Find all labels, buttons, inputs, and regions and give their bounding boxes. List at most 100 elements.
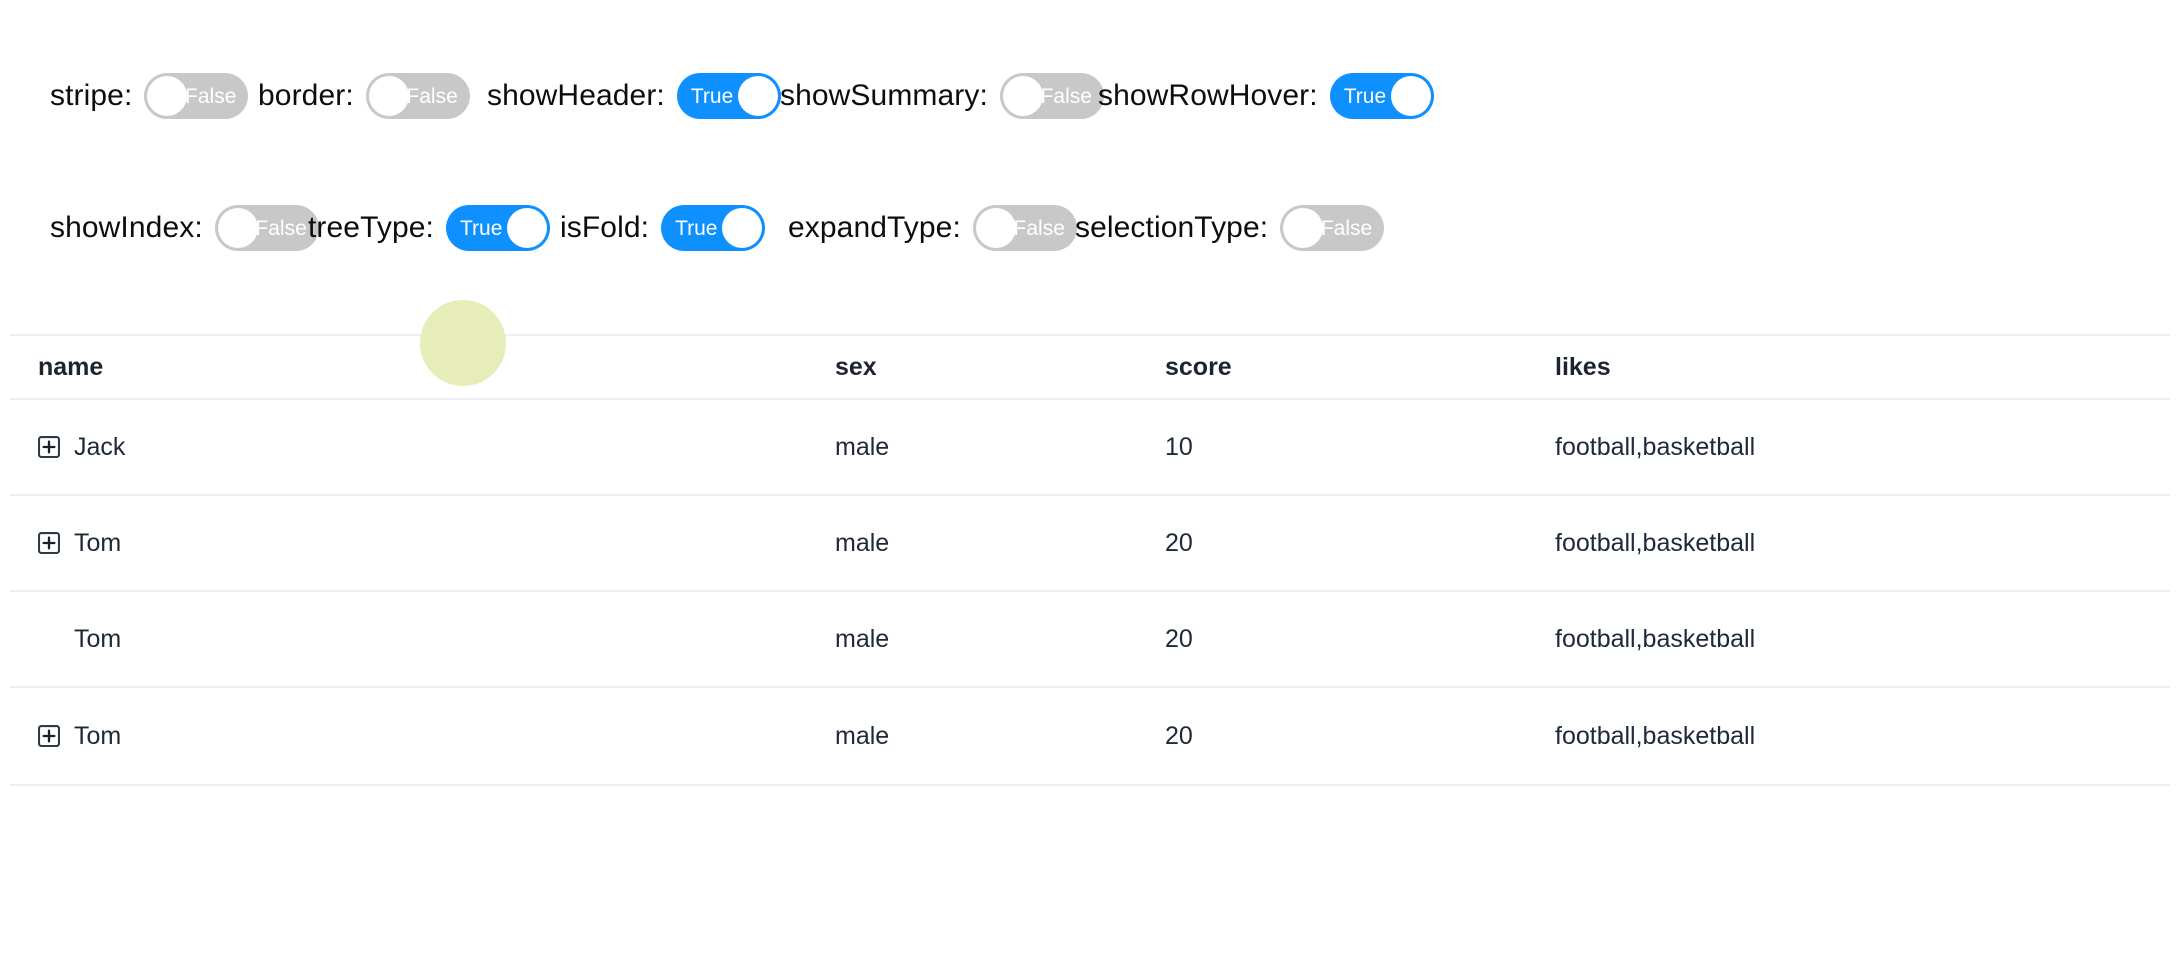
- control-label-stripe: stripe:: [50, 79, 133, 112]
- toggle-value-expand-type: False: [1013, 216, 1065, 240]
- cell-text-score: 20: [1165, 723, 1193, 749]
- cell-text-score: 20: [1165, 530, 1193, 556]
- control-label-show-index: showIndex:: [50, 211, 203, 244]
- name-cell-content: Tom: [38, 627, 121, 652]
- toggle-knob-expand-type: [975, 208, 1016, 248]
- control-show-summary: showSummary: False: [780, 73, 1104, 119]
- toggle-knob-tree-type: [506, 208, 547, 248]
- cell-text-name: Jack: [74, 434, 126, 460]
- table-row[interactable]: Tom male 20 football,basketball: [10, 592, 2170, 688]
- toggle-value-border: False: [406, 84, 458, 108]
- cell-text-score: 20: [1165, 626, 1193, 652]
- cell-name: Jack: [10, 435, 835, 460]
- expand-plus-icon[interactable]: [38, 725, 60, 747]
- cell-likes: football,basketball: [1555, 435, 2170, 460]
- column-header-likes[interactable]: likes: [1555, 354, 1611, 380]
- toggle-value-show-header: True: [690, 84, 734, 108]
- control-label-expand-type: expandType:: [788, 211, 961, 244]
- toggle-value-show-row-hover: True: [1343, 84, 1387, 108]
- cell-score: 20: [1165, 531, 1555, 556]
- cell-text-name: Tom: [74, 626, 122, 652]
- cell-text-name: Tom: [74, 723, 122, 749]
- cell-text-likes: football,basketball: [1555, 434, 1756, 460]
- control-label-border: border:: [258, 79, 354, 112]
- toggle-value-show-summary: False: [1040, 84, 1092, 108]
- toggle-knob-stripe: [147, 76, 188, 116]
- control-expand-type: expandType: False: [788, 205, 1077, 251]
- cell-text-likes: football,basketball: [1555, 530, 1756, 556]
- cell-text-sex: male: [835, 434, 890, 460]
- table-row[interactable]: Tom male 20 football,basketball: [10, 496, 2170, 592]
- cell-sex: male: [835, 627, 1165, 652]
- toggle-value-stripe: False: [185, 84, 237, 108]
- toggle-border[interactable]: False: [365, 73, 470, 119]
- control-tree-type: treeType: True: [308, 205, 550, 251]
- data-table: name sex score likes Jack male 10 football,bas…: [10, 334, 2170, 786]
- toggle-tree-type[interactable]: True: [445, 205, 550, 251]
- toggle-value-is-fold: True: [675, 216, 718, 240]
- control-label-show-row-hover: showRowHover:: [1098, 79, 1318, 112]
- control-show-header: showHeader: True: [487, 73, 781, 119]
- cell-likes: football,basketball: [1555, 627, 2170, 652]
- toggle-selection-type[interactable]: False: [1280, 205, 1385, 251]
- column-header-score[interactable]: score: [1165, 354, 1232, 380]
- table-header-row: name sex score likes: [10, 336, 2170, 400]
- toggle-knob-border: [368, 76, 409, 116]
- toggle-value-tree-type: True: [459, 216, 503, 240]
- expand-icon-placeholder: [38, 628, 60, 650]
- control-label-is-fold: isFold:: [560, 211, 650, 244]
- cell-score: 20: [1165, 627, 1555, 652]
- cell-score: 20: [1165, 724, 1555, 749]
- name-cell-content: Tom: [38, 531, 121, 556]
- cell-text-sex: male: [835, 723, 890, 749]
- toggle-knob-show-index: [217, 208, 258, 248]
- control-label-show-summary: showSummary:: [780, 79, 988, 112]
- toggle-knob-show-summary: [1002, 76, 1043, 116]
- cell-sex: male: [835, 724, 1165, 749]
- toggle-knob-selection-type: [1283, 208, 1324, 248]
- control-label-show-header: showHeader:: [487, 79, 665, 112]
- toggle-knob-show-row-hover: [1390, 76, 1431, 116]
- control-label-selection-type: selectionType:: [1075, 211, 1269, 244]
- toggle-value-show-index: False: [255, 216, 307, 240]
- toggle-show-header[interactable]: True: [676, 73, 781, 119]
- control-show-index: showIndex: False: [50, 205, 319, 251]
- cell-name: Tom: [10, 724, 835, 749]
- cell-text-name: Tom: [74, 530, 122, 556]
- toggle-show-summary[interactable]: False: [999, 73, 1104, 119]
- toggle-stripe[interactable]: False: [144, 73, 249, 119]
- cell-text-score: 10: [1165, 434, 1193, 460]
- cell-name: Tom: [10, 627, 835, 652]
- cell-sex: male: [835, 531, 1165, 556]
- toggle-value-selection-type: False: [1320, 216, 1373, 240]
- table-row[interactable]: Jack male 10 football,basketball: [10, 400, 2170, 496]
- column-header-name[interactable]: name: [38, 354, 104, 380]
- control-is-fold: isFold: True: [560, 205, 766, 251]
- control-stripe: stripe: False: [50, 73, 249, 119]
- toggle-expand-type[interactable]: False: [972, 205, 1077, 251]
- expand-plus-icon[interactable]: [38, 436, 60, 458]
- control-show-row-hover: showRowHover: True: [1098, 73, 1434, 119]
- toggle-knob-is-fold: [722, 208, 763, 248]
- cell-sex: male: [835, 435, 1165, 460]
- toggle-show-index[interactable]: False: [214, 205, 319, 251]
- cell-likes: football,basketball: [1555, 531, 2170, 556]
- cell-text-sex: male: [835, 626, 890, 652]
- cell-text-likes: football,basketball: [1555, 723, 1756, 749]
- expand-plus-icon[interactable]: [38, 532, 60, 554]
- control-border: border: False: [258, 73, 470, 119]
- control-selection-type: selectionType: False: [1075, 205, 1385, 251]
- column-header-sex[interactable]: sex: [835, 354, 877, 380]
- table-row[interactable]: Tom male 20 football,basketball: [10, 688, 2170, 784]
- cell-likes: football,basketball: [1555, 724, 2170, 749]
- toggle-is-fold[interactable]: True: [661, 205, 766, 251]
- control-label-tree-type: treeType:: [308, 211, 434, 244]
- cell-name: Tom: [10, 531, 835, 556]
- cell-score: 10: [1165, 435, 1555, 460]
- toggle-knob-show-header: [737, 76, 778, 116]
- name-cell-content: Jack: [38, 435, 125, 460]
- toggle-show-row-hover[interactable]: True: [1329, 73, 1434, 119]
- cell-text-sex: male: [835, 530, 890, 556]
